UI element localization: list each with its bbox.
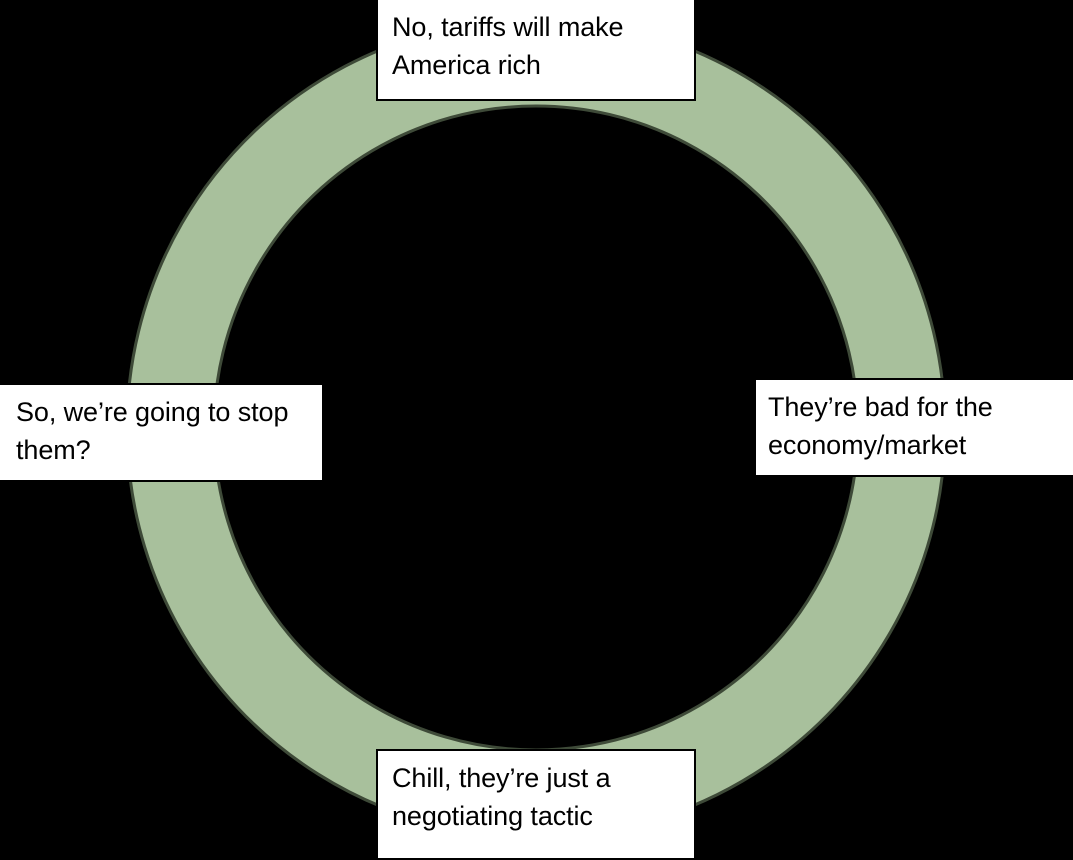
cycle-node-bottom[interactable]: Chill, they’re just a negotiating tactic [376,749,696,860]
cycle-node-top[interactable]: No, tariffs will make America rich [376,0,696,101]
cycle-node-left[interactable]: So, we’re going to stop them? [0,383,324,482]
cycle-node-right[interactable]: They’re bad for the economy/market [754,378,1073,477]
